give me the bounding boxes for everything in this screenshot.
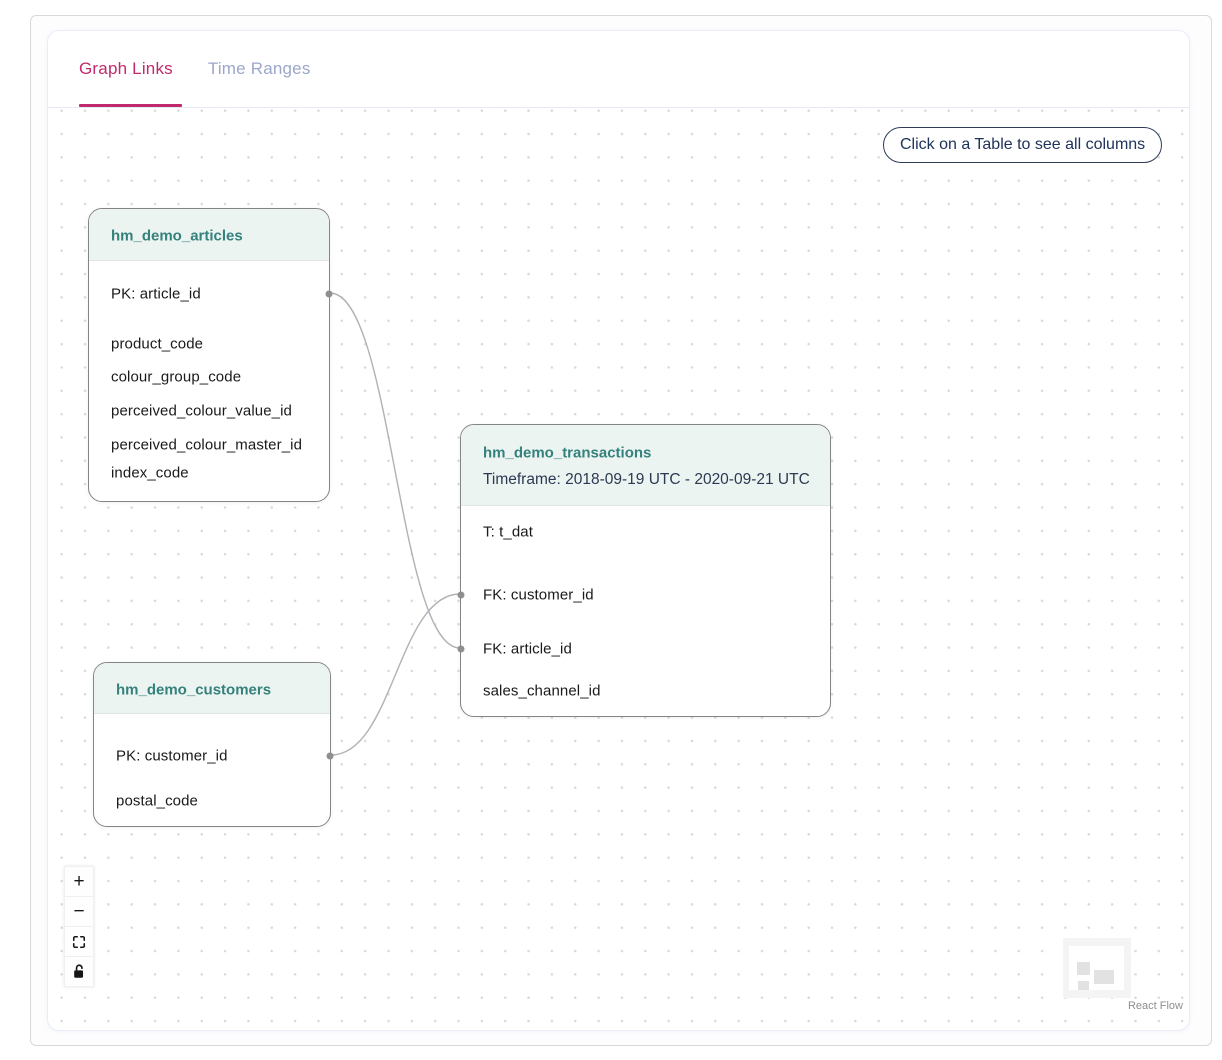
active-tab-indicator — [79, 104, 182, 107]
column-index-code: index_code — [111, 464, 189, 482]
minimap-node-articles — [1077, 962, 1090, 975]
react-flow-canvas[interactable]: Click on a Table to see all columns hm_d… — [48, 108, 1189, 1030]
column-pk-customer-id: PK: customer_id — [116, 747, 228, 765]
node-title: hm_demo_articles — [111, 227, 243, 245]
zoom-in-button[interactable]: + — [64, 866, 94, 897]
react-flow-attribution: React Flow — [1127, 1000, 1183, 1012]
node-header: hm_demo_articles — [89, 209, 329, 261]
minus-icon: − — [73, 900, 85, 922]
unlock-icon — [73, 964, 86, 979]
handle-target-customer-id[interactable] — [457, 591, 465, 599]
minimap-viewport — [1069, 946, 1124, 990]
lock-toggle-button[interactable] — [64, 956, 94, 987]
column-postal-code: postal_code — [116, 792, 198, 810]
fit-view-icon — [72, 935, 86, 949]
minimap-node-transactions — [1094, 970, 1114, 984]
tab-bar: Graph Links Time Ranges — [48, 31, 1189, 108]
app-card: Graph Links Time Ranges Click on a Table… — [30, 15, 1212, 1046]
column-product-code: product_code — [111, 335, 204, 353]
fit-view-button[interactable] — [64, 926, 94, 957]
handle-target-article-id[interactable] — [457, 645, 465, 653]
node-header: hm_demo_transactions Timeframe: 2018-09-… — [461, 425, 830, 506]
node-header: hm_demo_customers — [94, 663, 330, 714]
column-fk-article-id: FK: article_id — [483, 640, 572, 658]
minimap-node-customers — [1078, 981, 1089, 990]
table-node-articles[interactable]: hm_demo_articles PK: article_id product_… — [88, 208, 333, 502]
graph-panel: Graph Links Time Ranges Click on a Table… — [47, 30, 1190, 1031]
column-perceived-colour-value-id: perceived_colour_value_id — [111, 402, 292, 420]
tab-graph-links[interactable]: Graph Links — [79, 59, 173, 78]
hint-pill: Click on a Table to see all columns — [883, 127, 1163, 163]
node-title: hm_demo_transactions — [483, 444, 652, 462]
edge-articles-to-transactions — [329, 292, 461, 649]
node-title: hm_demo_customers — [116, 681, 272, 699]
plus-icon: + — [73, 870, 85, 892]
table-node-transactions[interactable]: hm_demo_transactions Timeframe: 2018-09-… — [457, 424, 831, 717]
minimap[interactable] — [1063, 938, 1131, 998]
column-perceived-colour-master-id: perceived_colour_master_id — [111, 436, 303, 454]
table-node-customers[interactable]: hm_demo_customers PK: customer_id postal… — [93, 662, 334, 827]
column-sales-channel-id: sales_channel_id — [483, 682, 601, 700]
column-fk-customer-id: FK: customer_id — [483, 586, 594, 604]
column-colour-group-code: colour_group_code — [111, 368, 242, 386]
node-timeframe: Timeframe: 2018-09-19 UTC - 2020-09-21 U… — [483, 471, 810, 488]
column-pk-article-id: PK: article_id — [111, 285, 201, 303]
handle-source-article-id[interactable] — [325, 290, 333, 298]
edge-customers-to-transactions — [330, 593, 461, 756]
flow-controls: + − — [64, 866, 94, 987]
column-t-dat: T: t_dat — [483, 523, 533, 541]
zoom-out-button[interactable]: − — [64, 896, 94, 927]
handle-source-customer-id[interactable] — [326, 752, 334, 760]
tab-time-ranges[interactable]: Time Ranges — [207, 59, 311, 78]
